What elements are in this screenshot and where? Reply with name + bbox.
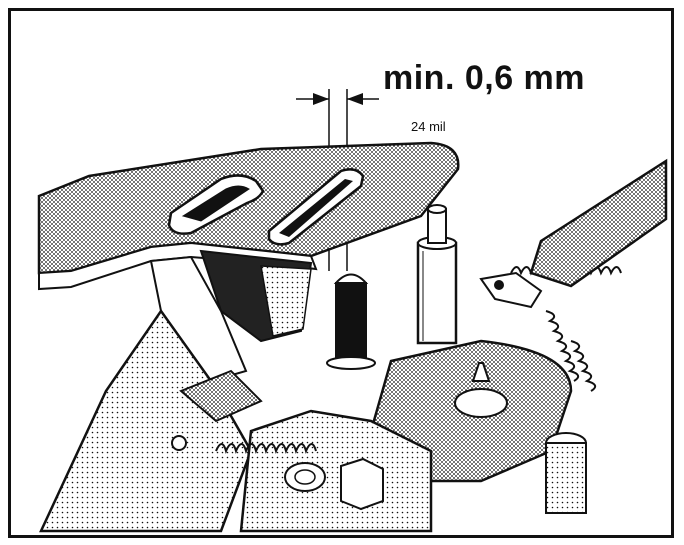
mechanism-illustration [37,89,668,533]
dimension-arrow-right-icon [347,93,363,105]
figure-frame: min. 0,6 mm 24 mil [8,8,674,538]
upper-plate [37,141,460,291]
lower-bracket [149,249,313,383]
tall-post [416,204,458,345]
dimension-arrow-left-icon [313,93,329,105]
gap-label-metric: min. 0,6 mm [383,59,586,97]
spring-lower-right [545,310,597,392]
right-arm [479,158,668,309]
center-pin [326,273,376,370]
spring-left [215,443,317,454]
left-lever [39,308,263,533]
lower-housing [239,409,433,533]
gap-label-imperial: 24 mil [411,119,446,134]
